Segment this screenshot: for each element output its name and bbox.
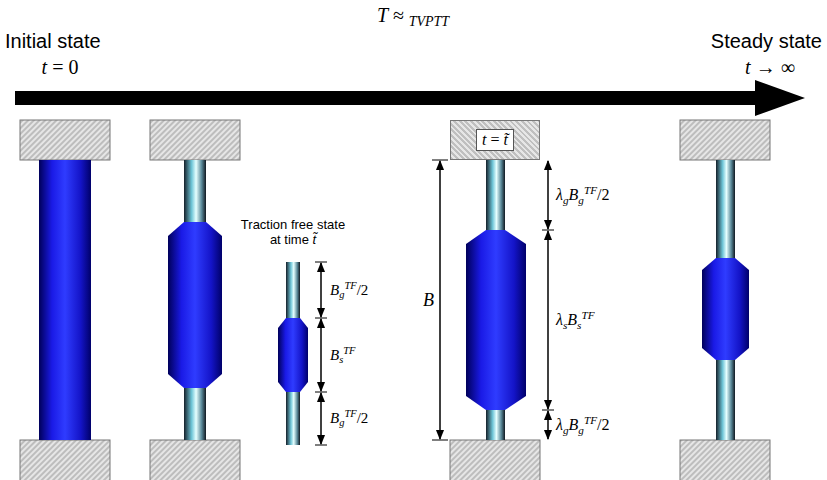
dimension-label: BgTF/2: [330, 280, 368, 301]
text-run: B: [330, 281, 339, 297]
text-run: g: [339, 288, 344, 299]
text-run: s: [563, 318, 567, 330]
text-run: λ: [556, 186, 563, 203]
text-run: B: [567, 311, 577, 328]
initial-gel: [20, 120, 110, 480]
dimension-label: BgTF/2: [330, 408, 368, 429]
text-run: λ: [556, 311, 563, 328]
state-label: Initial state: [5, 30, 101, 53]
text-run: s: [577, 318, 581, 330]
dimension-label: λgBgTF/2: [556, 414, 609, 436]
text-run: λ: [556, 416, 563, 433]
text-run: TF: [343, 345, 355, 356]
text-run: TF: [584, 414, 597, 426]
text-run: t̃: [504, 131, 508, 148]
text-run: TVPTT: [409, 14, 449, 29]
text-run: TF: [344, 280, 356, 291]
dimension-label: B: [423, 290, 434, 311]
traction-free-gel: [278, 262, 327, 445]
text-run: B: [330, 409, 339, 425]
text-run: t: [745, 56, 751, 78]
text-run: g: [563, 193, 569, 205]
text-run: → ∞: [751, 56, 795, 78]
text-run: TF: [584, 184, 597, 196]
steady-gel: [680, 120, 770, 480]
text-run: Traction free state at time: [241, 217, 345, 247]
title: T ≈ TVPTT: [377, 4, 449, 30]
gel-at-time: [432, 160, 554, 480]
text-run: g: [339, 416, 344, 427]
text-run: T ≈: [377, 4, 409, 26]
text-run: TF: [581, 309, 594, 321]
text-run: s: [339, 353, 343, 364]
text-run: B: [330, 346, 339, 362]
state-label: t = 0: [42, 56, 79, 79]
text-run: /2: [357, 281, 369, 297]
text-run: g: [563, 423, 569, 435]
text-run: /2: [357, 409, 369, 425]
text-run: = 0: [47, 56, 78, 78]
text-run: TF: [344, 408, 356, 419]
text-run: B: [569, 416, 579, 433]
dimension-label: BsTF: [330, 345, 356, 366]
time-arrow: [15, 80, 805, 116]
state-label: t → ∞: [745, 56, 795, 79]
text-run: =: [486, 131, 503, 148]
clamp-label: t = t̃: [476, 129, 514, 151]
dimension-label: λgBgTF/2: [556, 184, 609, 206]
text-run: t: [42, 56, 48, 78]
clamp-box: t = t̃: [450, 120, 540, 160]
dimension-label: λsBsTF: [556, 309, 595, 331]
text-run: B: [569, 186, 579, 203]
text-run: B: [423, 290, 434, 310]
state-label: Steady state: [711, 30, 822, 53]
text-run: t: [482, 131, 486, 148]
text-run: g: [578, 423, 584, 435]
note-label: Traction free state at time t̃: [237, 218, 349, 248]
text-run: /2: [597, 186, 609, 203]
intermediate-gel: [150, 120, 240, 480]
text-run: t̃: [313, 232, 317, 247]
text-run: g: [578, 193, 584, 205]
text-run: /2: [597, 416, 609, 433]
